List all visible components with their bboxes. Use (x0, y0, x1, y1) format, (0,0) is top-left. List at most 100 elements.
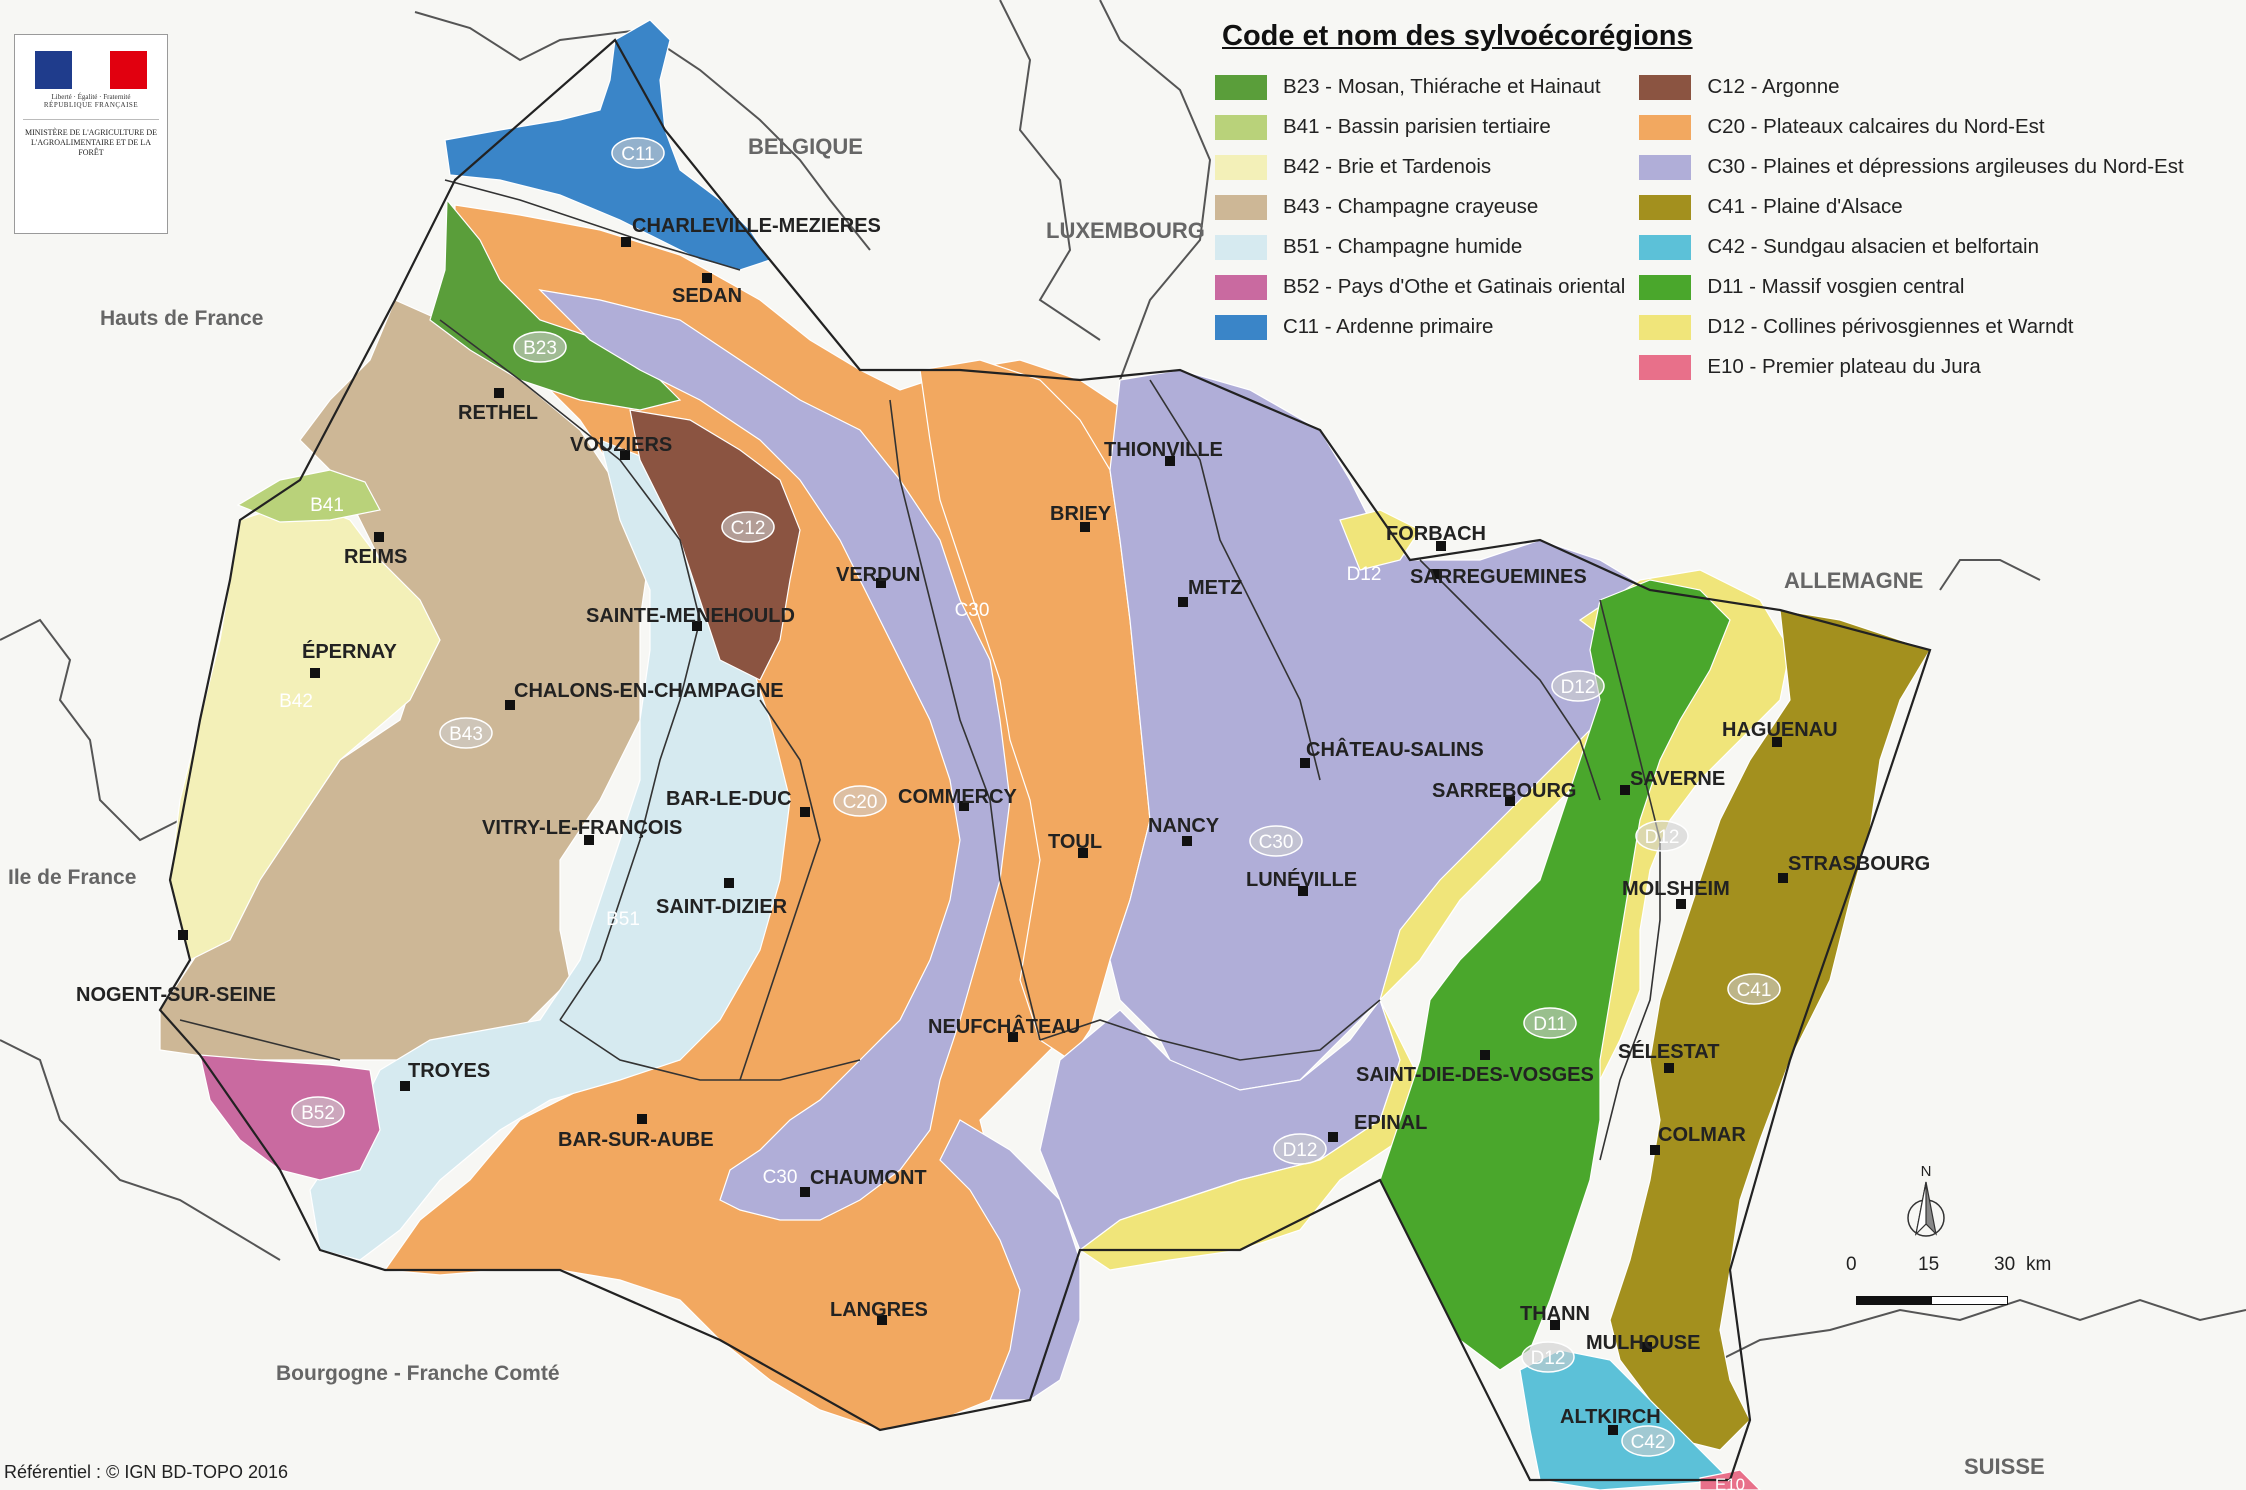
logo-motto: Liberté · Égalité · Fraternité (51, 93, 131, 101)
logo-ministry: MINISTÈRE DE L'AGRICULTURE DE L'AGROALIM… (24, 128, 158, 157)
ministry-logo: Liberté · Égalité · Fraternité RÉPUBLIQU… (14, 34, 168, 234)
city-label: RETHEL (458, 402, 538, 424)
code-marker: B43 (439, 717, 493, 749)
city-label: SAINT-DIZIER (656, 896, 788, 918)
region-d12-north (1339, 509, 1421, 571)
city-label: THIONVILLE (1104, 439, 1223, 461)
city-label: FORBACH (1386, 523, 1486, 545)
code-marker: D12 (1635, 820, 1689, 852)
neighbor-labels: BELGIQUE LUXEMBOURG ALLEMAGNE SUISSE Hau… (8, 134, 2045, 1479)
city-label: SARREGUEMINES (1410, 566, 1587, 588)
legend-item: C11 - Ardenne primaire (1215, 307, 1625, 347)
city-label: TROYES (408, 1060, 490, 1082)
region-d11 (1379, 579, 1731, 1371)
code-marker: B23 (513, 331, 567, 363)
svg-text:D12: D12 (1561, 677, 1596, 698)
legend-item: C42 - Sundgau alsacien et belfortain (1639, 227, 2183, 267)
city-label: LUNÉVILLE (1246, 868, 1357, 891)
region-polygons (159, 19, 1931, 1490)
city-label: VERDUN (836, 564, 920, 586)
department-borders (179, 179, 1661, 1161)
legend-swatch (1639, 74, 1692, 100)
neighbor-label: Ile de France (8, 866, 136, 889)
city-label: TOUL (1048, 831, 1102, 853)
city-label: BAR-LE-DUC (666, 788, 792, 810)
svg-text:E10: E10 (1715, 1475, 1745, 1490)
region-b41 (236, 469, 381, 523)
svg-text:B42: B42 (279, 691, 313, 712)
code-marker: D12 (1273, 1133, 1327, 1165)
legend-label: B42 - Brie et Tardenois (1283, 155, 1492, 178)
region-c42 (1519, 1349, 1732, 1490)
svg-text:B52: B52 (301, 1103, 335, 1124)
legend-swatch (1639, 274, 1692, 300)
legend-swatch (1215, 194, 1267, 220)
legend-item: D11 - Massif vosgien central (1639, 267, 2183, 307)
city-label: BRIEY (1050, 503, 1112, 525)
code-marker: B51 (606, 909, 640, 930)
french-flag-icon (35, 51, 147, 89)
legend-item: B52 - Pays d'Othe et Gatinais oriental (1215, 267, 1625, 307)
city-label: CHÂTEAU-SALINS (1306, 737, 1484, 761)
code-marker: D12 (1551, 670, 1605, 702)
legend-label: B52 - Pays d'Othe et Gatinais oriental (1283, 275, 1626, 298)
region-b51 (309, 439, 791, 1261)
code-marker: C20 (833, 785, 887, 817)
region-c30-south (939, 1119, 1081, 1401)
svg-text:B43: B43 (449, 724, 483, 745)
svg-text:D11: D11 (1533, 1014, 1566, 1035)
legend-label: B51 - Champagne humide (1283, 235, 1523, 258)
legend-swatch (1639, 234, 1692, 260)
code-marker: C12 (721, 511, 775, 543)
legend-swatch (1215, 234, 1267, 260)
region-c11 (444, 19, 771, 271)
legend-item: C12 - Argonne (1639, 67, 2183, 107)
legend-item: C41 - Plaine d'Alsace (1639, 187, 2183, 227)
city-label: CHAUMONT (810, 1167, 927, 1189)
city-label: MULHOUSE (1586, 1332, 1700, 1354)
legend-item: B51 - Champagne humide (1215, 227, 1625, 267)
legend-label: D12 - Collines périvosgiennes et Warndt (1707, 315, 2074, 338)
scale-tick-30: 30 (1994, 1254, 2016, 1275)
code-marker: C30 (1249, 825, 1303, 857)
legend-swatch (1215, 314, 1267, 340)
legend-item: C20 - Plateaux calcaires du Nord-Est (1639, 107, 2183, 147)
scale-unit: km (2026, 1254, 2052, 1275)
svg-text:D12: D12 (1645, 827, 1680, 848)
region-c30-strip-west (538, 289, 1011, 1221)
legend-swatch (1639, 114, 1692, 140)
code-marker: B41 (310, 495, 344, 516)
scale-bar: 0 15 30 km (1846, 1254, 2056, 1305)
legend-label: C42 - Sundgau alsacien et belfortain (1707, 235, 2039, 258)
legend-swatch (1215, 114, 1267, 140)
city-label: VITRY-LE-FRANÇOIS (482, 817, 682, 839)
legend-label: C41 - Plaine d'Alsace (1707, 195, 1903, 218)
legend-columns: B23 - Mosan, Thiérache et Hainaut B41 - … (1215, 67, 2240, 387)
city-label: VOUZIERS (570, 434, 672, 456)
flag-red (109, 51, 147, 89)
neighbor-borders (0, 0, 2246, 1371)
city-label: SÉLESTAT (1618, 1040, 1719, 1063)
svg-text:D12: D12 (1531, 1348, 1566, 1369)
city-label: COMMERCY (898, 786, 1018, 808)
logo-republic: RÉPUBLIQUE FRANÇAISE (43, 101, 139, 109)
city-label: ÉPERNAY (302, 640, 398, 663)
svg-text:B51: B51 (606, 909, 640, 930)
svg-text:C11: C11 (621, 144, 654, 165)
legend-item: E10 - Premier plateau du Jura (1639, 347, 2183, 387)
north-arrow-icon: N (1907, 1163, 1945, 1237)
legend-swatch (1215, 154, 1267, 180)
code-marker: C41 (1727, 973, 1781, 1005)
svg-text:C30: C30 (955, 600, 990, 621)
city-label: STRASBOURG (1788, 853, 1930, 875)
city-label: NANCY (1148, 815, 1220, 837)
neighbor-label: LUXEMBOURG (1046, 218, 1205, 243)
city-label: COLMAR (1658, 1124, 1746, 1146)
logo-divider (23, 119, 159, 120)
legend-item: C30 - Plaines et dépressions argileuses … (1639, 147, 2184, 187)
scale-bar-fill (1857, 1297, 1932, 1304)
legend-item: B23 - Mosan, Thiérache et Hainaut (1215, 67, 1625, 107)
region-c41 (1609, 609, 1931, 1451)
legend-item: B42 - Brie et Tardenois (1215, 147, 1625, 187)
